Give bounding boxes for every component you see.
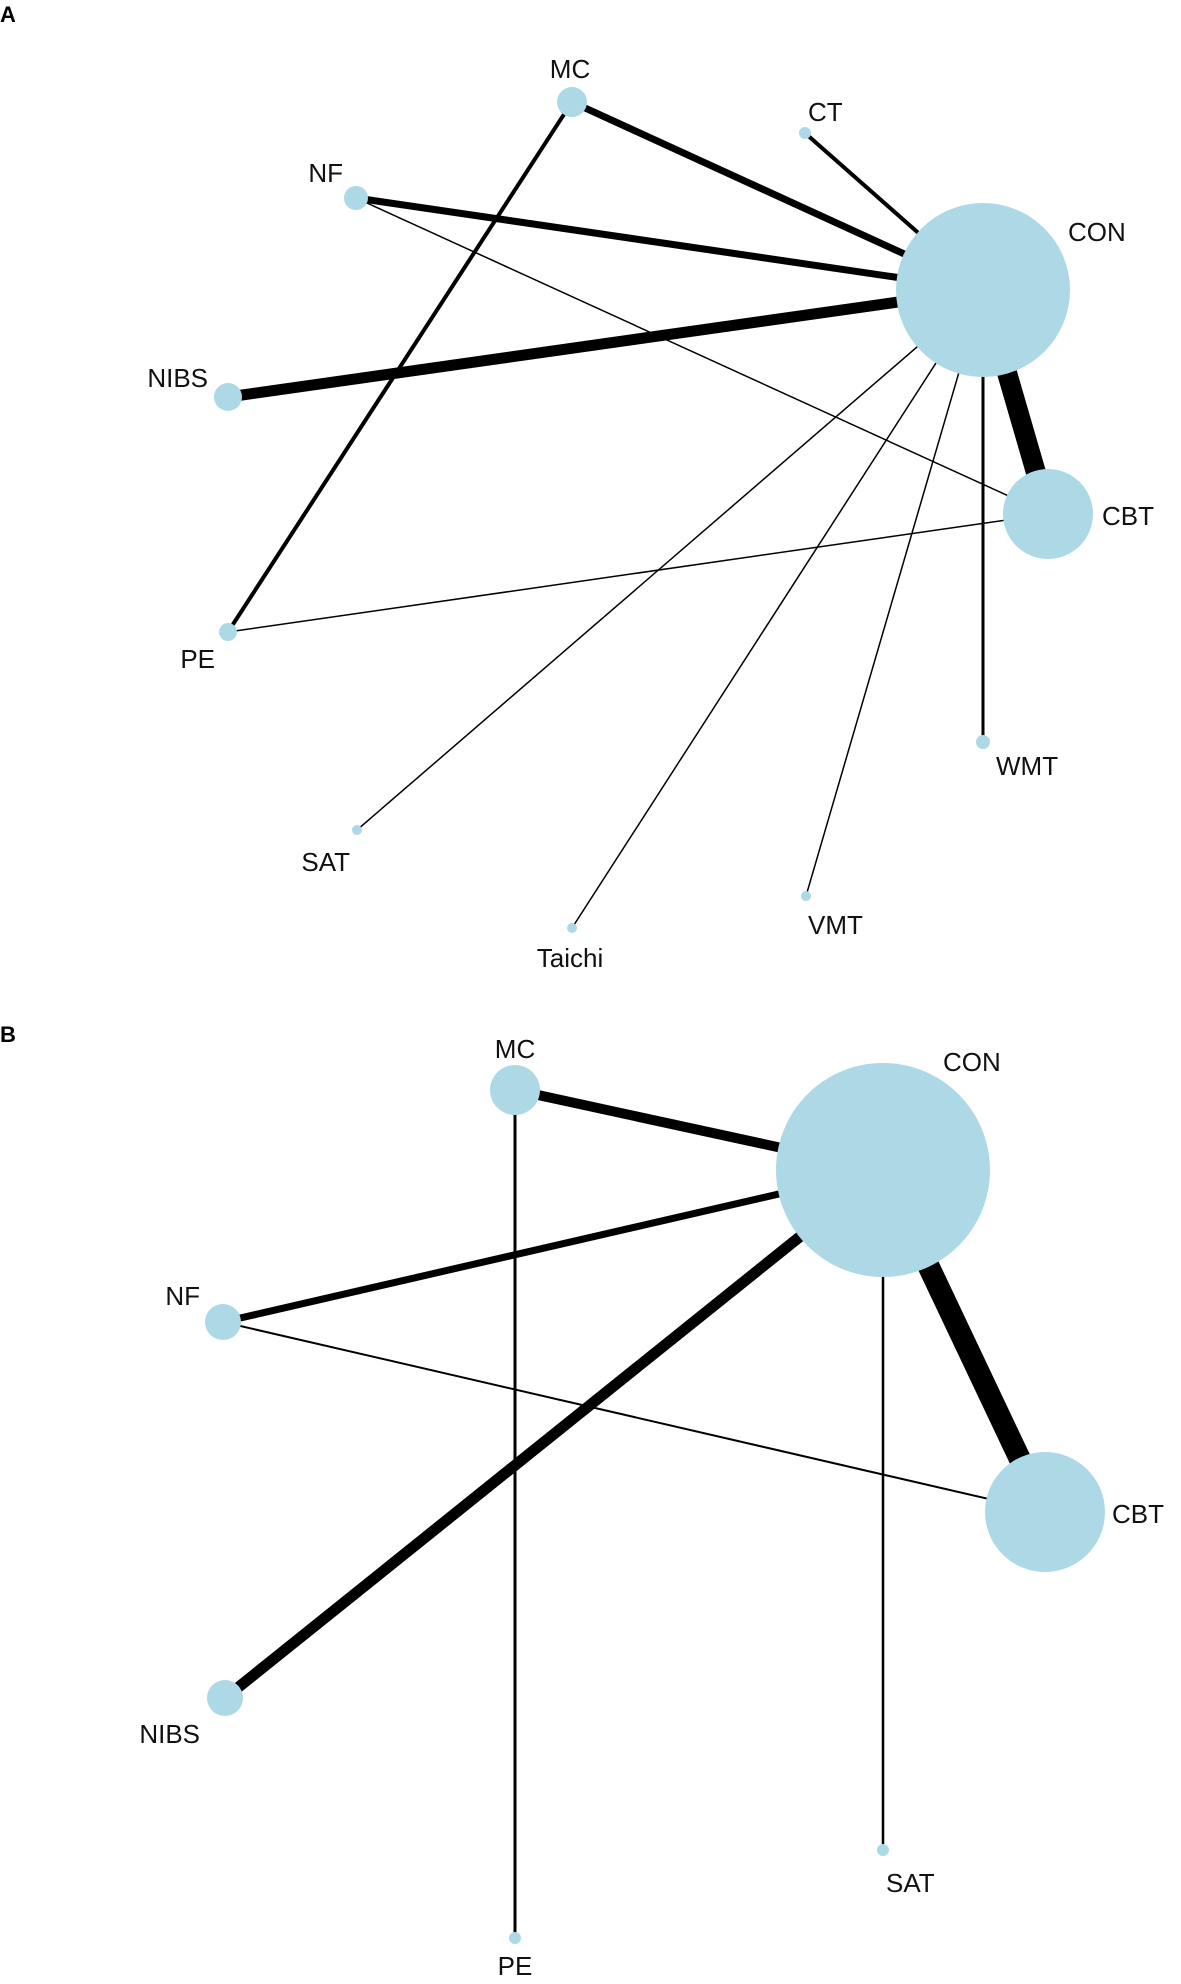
node-label-nf: NF	[308, 158, 343, 188]
node-nibs	[214, 383, 242, 411]
edge-nibs-con	[227, 284, 984, 403]
node-label-cbt: CBT	[1112, 1499, 1164, 1529]
node-label-sat: SAT	[886, 1868, 935, 1898]
panel-b: B MC CON NF CBT NIBS SAT PE	[0, 1022, 1164, 1981]
node-cbt	[1003, 469, 1093, 559]
node-vmt	[801, 891, 811, 901]
node-label-taichi: Taichi	[537, 943, 603, 973]
node-label-mc: MC	[495, 1034, 535, 1064]
node-mc	[490, 1065, 540, 1115]
node-label-ct: CT	[808, 97, 843, 127]
node-con	[896, 203, 1070, 377]
nodes	[205, 1063, 1105, 1944]
node-ct	[799, 127, 811, 139]
node-sat	[877, 1844, 889, 1856]
edge-taichi-con	[571, 289, 984, 929]
edge-pe-cbt	[227, 513, 1049, 633]
node-pe	[509, 1932, 521, 1944]
panel-letter: B	[0, 1022, 16, 1047]
node-pe	[219, 623, 237, 641]
node-label-pe: PE	[180, 644, 215, 674]
node-label-pe: PE	[498, 1951, 533, 1981]
node-nf	[205, 1304, 241, 1340]
node-taichi	[567, 923, 577, 933]
node-sat	[352, 825, 362, 835]
panel-letter: A	[0, 2, 16, 27]
edge-nibs-con	[221, 1165, 887, 1703]
node-wmt	[976, 735, 990, 749]
node-nf	[344, 186, 368, 210]
node-cbt	[985, 1452, 1105, 1572]
node-label-vmt: VMT	[808, 910, 863, 940]
node-label-sat: SAT	[301, 847, 350, 877]
edge-vmt-con	[805, 289, 984, 897]
node-nibs	[207, 1680, 243, 1716]
node-con	[776, 1063, 990, 1277]
node-mc	[557, 87, 587, 117]
nodes	[214, 87, 1093, 933]
node-label-nibs: NIBS	[139, 1719, 200, 1749]
edge-mc-pe	[226, 100, 574, 634]
node-label-nibs: NIBS	[147, 363, 208, 393]
edge-nf-con	[222, 1166, 884, 1326]
node-label-wmt: WMT	[996, 751, 1058, 781]
node-label-con: CON	[943, 1047, 1001, 1077]
node-label-nf: NF	[165, 1281, 200, 1311]
edge-nf-con	[355, 194, 984, 294]
node-label-cbt: CBT	[1102, 501, 1154, 531]
panel-a: A MC CT NF CON NIBS CBT PE WMT SAT VMT Taichi	[0, 2, 1154, 973]
node-label-con: CON	[1068, 217, 1126, 247]
edge-sat-con	[356, 289, 984, 831]
node-label-mc: MC	[550, 54, 590, 84]
edge-nf-cbt	[222, 1321, 1046, 1513]
